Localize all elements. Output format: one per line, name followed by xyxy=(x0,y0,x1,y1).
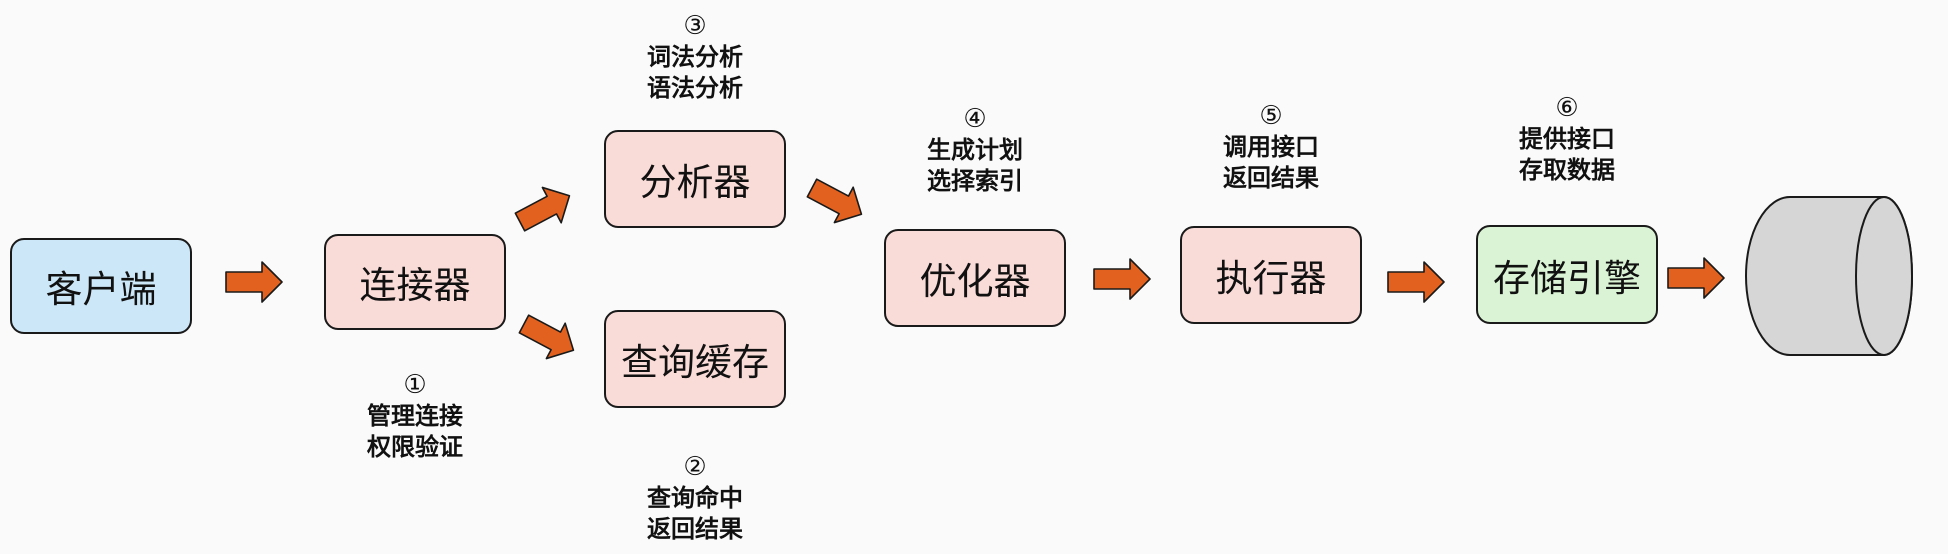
note-query-cache-line1: 查询命中 xyxy=(647,484,743,512)
note-optimizer: ④ 生成计划 选择索引 xyxy=(895,104,1055,197)
note-storage-engine-number: ⑥ xyxy=(1555,93,1579,123)
note-analyzer-line1: 词法分析 xyxy=(647,43,743,71)
note-optimizer-line1: 生成计划 xyxy=(927,136,1023,164)
note-query-cache-line2: 返回结果 xyxy=(647,515,743,543)
arrow-connector-to-query-cache-shape xyxy=(513,305,584,369)
executor-node: 执行器 xyxy=(1180,226,1362,324)
note-storage-engine-line2: 存取数据 xyxy=(1519,156,1615,184)
optimizer-node: 优化器 xyxy=(884,229,1066,327)
arrow-optimizer-to-executor xyxy=(1093,258,1151,300)
arrow-storage-engine-to-database-shape xyxy=(1667,257,1725,299)
note-query-cache: ② 查询命中 返回结果 xyxy=(615,452,775,545)
note-executor-number: ⑤ xyxy=(1259,101,1283,131)
connector-node: 连接器 xyxy=(324,234,506,330)
arrow-storage-engine-to-database xyxy=(1667,257,1725,299)
note-storage-engine-line1: 提供接口 xyxy=(1519,125,1615,153)
analyzer-node: 分析器 xyxy=(604,130,786,228)
note-query-cache-number: ② xyxy=(683,452,707,482)
note-optimizer-line2: 选择索引 xyxy=(927,167,1023,195)
arrow-client-to-connector xyxy=(225,261,283,303)
arrow-executor-to-storage-engine-shape xyxy=(1387,261,1445,303)
note-analyzer-number: ③ xyxy=(683,11,707,41)
database-icon xyxy=(1745,196,1913,356)
connector-label: 连接器 xyxy=(359,264,471,307)
optimizer-label: 优化器 xyxy=(919,260,1031,303)
client-node: 客户端 xyxy=(10,238,192,334)
arrow-client-to-connector-shape xyxy=(225,261,283,303)
note-connection-line1: 管理连接 xyxy=(367,402,463,430)
arrow-connector-to-query-cache xyxy=(513,305,584,369)
storage-engine-label: 存储引擎 xyxy=(1493,256,1641,300)
note-analyzer: ③ 词法分析 语法分析 xyxy=(615,11,775,104)
client-label: 客户端 xyxy=(45,268,157,311)
analyzer-label: 分析器 xyxy=(639,161,751,204)
storage-engine-node: 存储引擎 xyxy=(1476,225,1658,324)
query-cache-label: 查询缓存 xyxy=(621,341,769,384)
arrow-analyzer-to-optimizer-shape xyxy=(801,169,872,233)
arrow-connector-to-analyzer xyxy=(509,177,580,241)
executor-label: 执行器 xyxy=(1215,257,1327,300)
arrow-optimizer-to-executor-shape xyxy=(1093,258,1151,300)
note-executor-line2: 返回结果 xyxy=(1223,164,1319,192)
query-cache-node: 查询缓存 xyxy=(604,310,786,408)
note-executor-line1: 调用接口 xyxy=(1223,133,1319,161)
note-executor: ⑤ 调用接口 返回结果 xyxy=(1191,101,1351,194)
note-storage-engine: ⑥ 提供接口 存取数据 xyxy=(1487,93,1647,186)
arrow-executor-to-storage-engine xyxy=(1387,261,1445,303)
note-connection: ① 管理连接 权限验证 xyxy=(335,370,495,463)
note-optimizer-number: ④ xyxy=(963,104,987,134)
note-connection-line2: 权限验证 xyxy=(367,433,463,461)
arrow-connector-to-analyzer-shape xyxy=(509,177,580,241)
arrow-analyzer-to-optimizer xyxy=(801,169,872,233)
note-connection-number: ① xyxy=(403,370,427,400)
note-analyzer-line2: 语法分析 xyxy=(647,74,743,102)
database-end-face xyxy=(1855,196,1913,356)
